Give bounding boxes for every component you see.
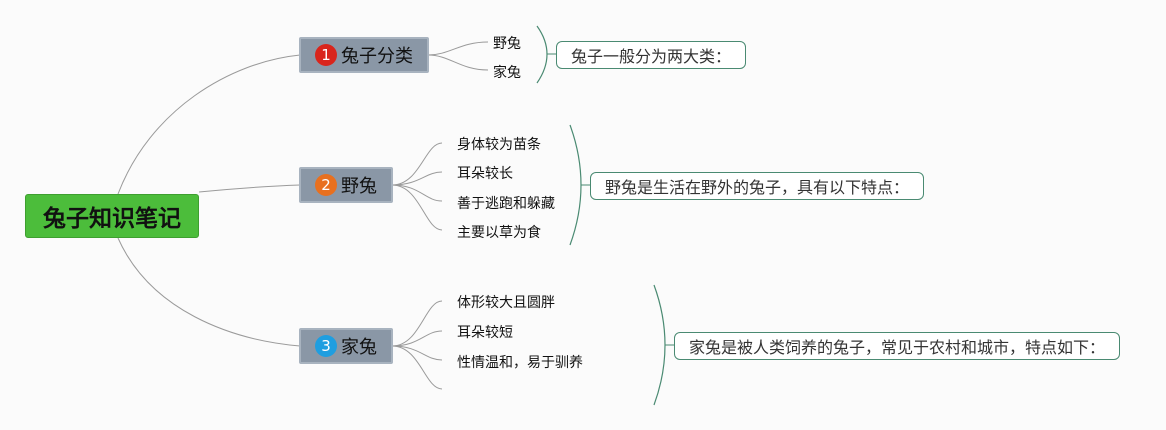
- number-marker-3-icon: 3: [315, 335, 337, 357]
- summary-note-2[interactable]: 野兔是生活在野外的兔子，具有以下特点：: [590, 172, 925, 200]
- root-to-topic-2-line: [198, 184, 301, 193]
- topic-rabbit-classification[interactable]: 1 兔子分类: [299, 37, 429, 73]
- number-marker-1-icon: 1: [315, 44, 337, 66]
- summary-bracket-3: [653, 284, 666, 406]
- central-topic[interactable]: 兔子知识笔记: [25, 194, 199, 238]
- topic-3-leaf-line-2: [391, 330, 443, 347]
- topic-2-leaf-line-1: [391, 142, 443, 186]
- root-to-topic-3-line: [117, 237, 301, 347]
- topic-3-leaf-line-4: [391, 345, 443, 390]
- summary-note-1[interactable]: 兔子一般分为两大类：: [556, 41, 747, 69]
- topic-label: 野兔: [341, 176, 377, 197]
- topic-3-leaf-line-1: [391, 300, 443, 347]
- summary-note-text: 家兔是被人类饲养的兔子，常见于农村和城市，特点如下：: [689, 338, 1106, 357]
- topic-3-leaf-line-3: [391, 345, 443, 361]
- leaf-domestic-2[interactable]: 耳朵较短: [457, 325, 513, 341]
- topic-label: 家兔: [341, 337, 377, 358]
- summary-note-text: 野兔是生活在野外的兔子，具有以下特点：: [605, 178, 910, 197]
- leaf-domestic-1[interactable]: 体形较大且圆胖: [457, 295, 555, 311]
- leaf-wild-4[interactable]: 主要以草为食: [457, 225, 541, 241]
- number-marker-2-icon: 2: [315, 174, 337, 196]
- topic-domestic-rabbit[interactable]: 3 家兔: [299, 328, 393, 364]
- topic-1-leaf-line-2: [427, 54, 489, 71]
- root-to-topic-1-line: [117, 54, 301, 195]
- topic-wild-rabbit[interactable]: 2 野兔: [299, 167, 393, 203]
- summary-bracket-2: [569, 124, 582, 246]
- summary-note-text: 兔子一般分为两大类：: [571, 47, 732, 66]
- leaf-wild-2[interactable]: 耳朵较长: [457, 166, 513, 182]
- topic-2-leaf-line-4: [391, 184, 443, 231]
- topic-1-leaf-line-1: [427, 41, 489, 56]
- topic-2-leaf-line-3: [391, 184, 443, 202]
- leaf-wild-1[interactable]: 身体较为苗条: [457, 137, 541, 153]
- leaf-wild-3[interactable]: 善于逃跑和躲藏: [457, 196, 555, 212]
- topic-label: 兔子分类: [341, 46, 413, 67]
- summary-note-3[interactable]: 家兔是被人类饲养的兔子，常见于农村和城市，特点如下：: [674, 332, 1121, 360]
- summary-bracket-1: [536, 25, 548, 84]
- topic-2-leaf-line-2: [391, 171, 443, 186]
- leaf-wild-rabbit[interactable]: 野兔: [493, 36, 521, 52]
- leaf-domestic-rabbit[interactable]: 家兔: [493, 65, 521, 81]
- central-topic-label: 兔子知识笔记: [43, 206, 181, 232]
- leaf-domestic-3[interactable]: 性情温和，易于驯养: [457, 355, 583, 371]
